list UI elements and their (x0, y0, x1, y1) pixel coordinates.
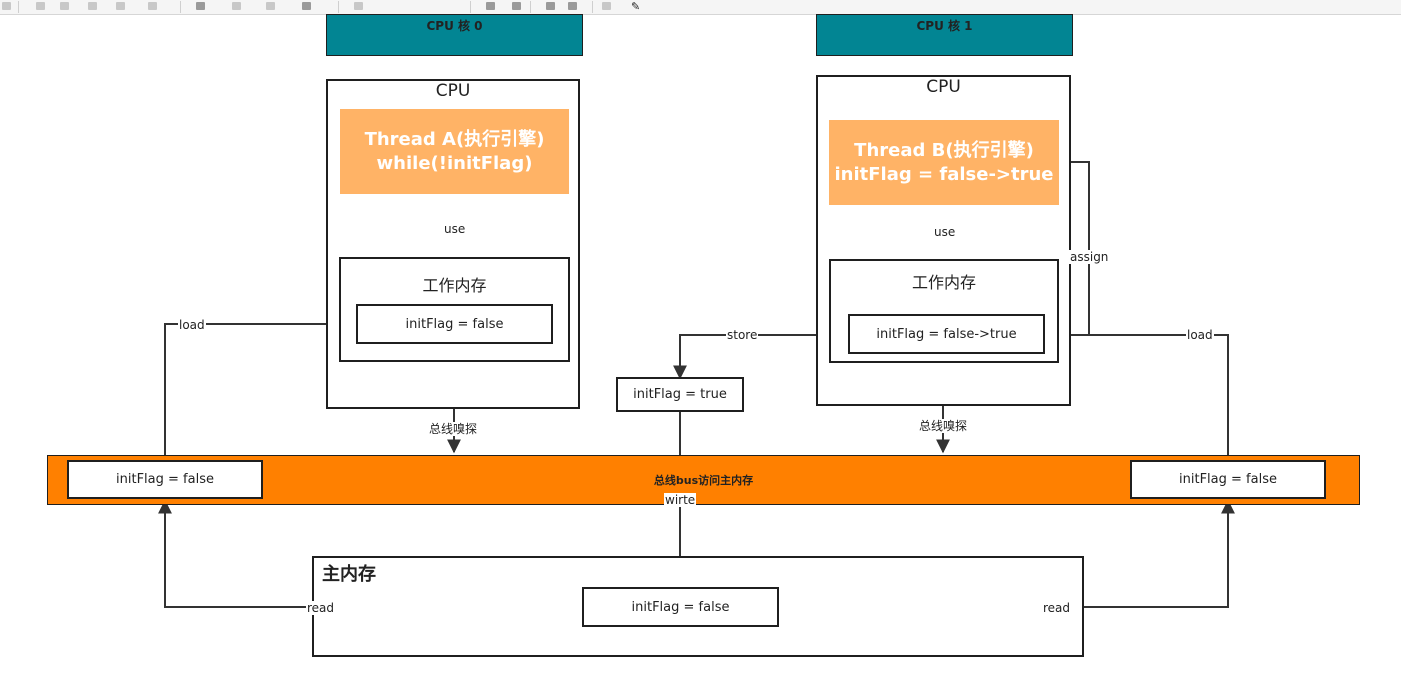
format-painter-icon[interactable]: ✎ (631, 0, 641, 13)
italic-icon[interactable] (60, 2, 69, 10)
group-icon[interactable] (546, 2, 555, 10)
assign-label: assign (1069, 250, 1110, 264)
load-a-edge (164, 317, 357, 461)
thread-a-line1: Thread A(执行引擎) (364, 128, 545, 150)
load-b-label: load (1186, 328, 1214, 342)
undo-icon[interactable] (2, 2, 11, 10)
store-edge (673, 334, 849, 380)
underline-icon[interactable] (88, 2, 97, 10)
use-a-label: use (443, 222, 467, 236)
to-back-icon[interactable] (512, 2, 521, 10)
thread-b-engine: Thread B(执行引擎) initFlag = false->true (829, 120, 1059, 205)
sniff-a-label: 总线嗅探 (428, 422, 479, 436)
image-icon[interactable] (354, 2, 363, 10)
thread-b-line2: initFlag = false->true (834, 163, 1054, 185)
toolbar-separator (338, 1, 339, 13)
cpu-b-initflag-var: initFlag = false->true (848, 314, 1045, 354)
use-b-label: use (933, 225, 957, 239)
align-icon[interactable] (148, 2, 157, 10)
load-a-label: load (178, 318, 206, 332)
toolbar-separator (470, 1, 471, 13)
cpu-a-work-memory-title: 工作内存 (422, 276, 487, 295)
to-front-icon[interactable] (486, 2, 495, 10)
more-icon[interactable] (302, 2, 311, 10)
main-memory-initflag: initFlag = false (582, 587, 779, 627)
ungroup-icon[interactable] (568, 2, 577, 10)
fill-color-icon[interactable] (196, 2, 205, 10)
cpu-a-title: CPU (435, 81, 471, 101)
main-memory-title: 主内存 (322, 564, 376, 585)
store-label: store (726, 328, 759, 342)
bus-label: 总线bus访问主内存 (653, 474, 754, 487)
thread-b-line1: Thread B(执行引擎) (854, 139, 1034, 161)
cpu-core-1-label: CPU 核 1 (916, 19, 973, 33)
thread-a-line2: while(!initFlag) (376, 152, 533, 174)
toolbar-separator (592, 1, 593, 13)
store-initflag-box: initFlag = true (616, 377, 744, 412)
cpu-core-1-header: CPU 核 1 (816, 14, 1073, 56)
sniff-b-label: 总线嗅探 (918, 419, 969, 433)
toolbar-separator (18, 1, 19, 13)
read-b-label: read (1042, 601, 1072, 615)
cpu-core-0-label: CPU 核 0 (426, 19, 483, 33)
table-icon[interactable] (602, 2, 611, 10)
write-label: wirte (664, 493, 697, 507)
line-style-icon[interactable] (266, 2, 275, 10)
line-color-icon[interactable] (232, 2, 241, 10)
thread-a-engine: Thread A(执行引擎) while(!initFlag) (340, 109, 569, 194)
cpu-b-title: CPU (926, 77, 961, 97)
read-a-label: read (306, 601, 336, 615)
cpu-a-initflag-var: initFlag = false (356, 304, 553, 344)
bus-right-initflag: initFlag = false (1130, 460, 1326, 499)
cpu-b-work-memory-title: 工作内存 (911, 273, 976, 292)
font-color-icon[interactable] (116, 2, 125, 10)
toolbar-separator (530, 1, 531, 13)
load-b-edge (1044, 328, 1229, 461)
bold-icon[interactable] (36, 2, 45, 10)
cpu-core-0-header: CPU 核 0 (326, 14, 583, 56)
editor-toolbar: ✎ (0, 0, 1401, 15)
toolbar-separator (180, 1, 181, 13)
bus-left-initflag: initFlag = false (67, 460, 263, 499)
